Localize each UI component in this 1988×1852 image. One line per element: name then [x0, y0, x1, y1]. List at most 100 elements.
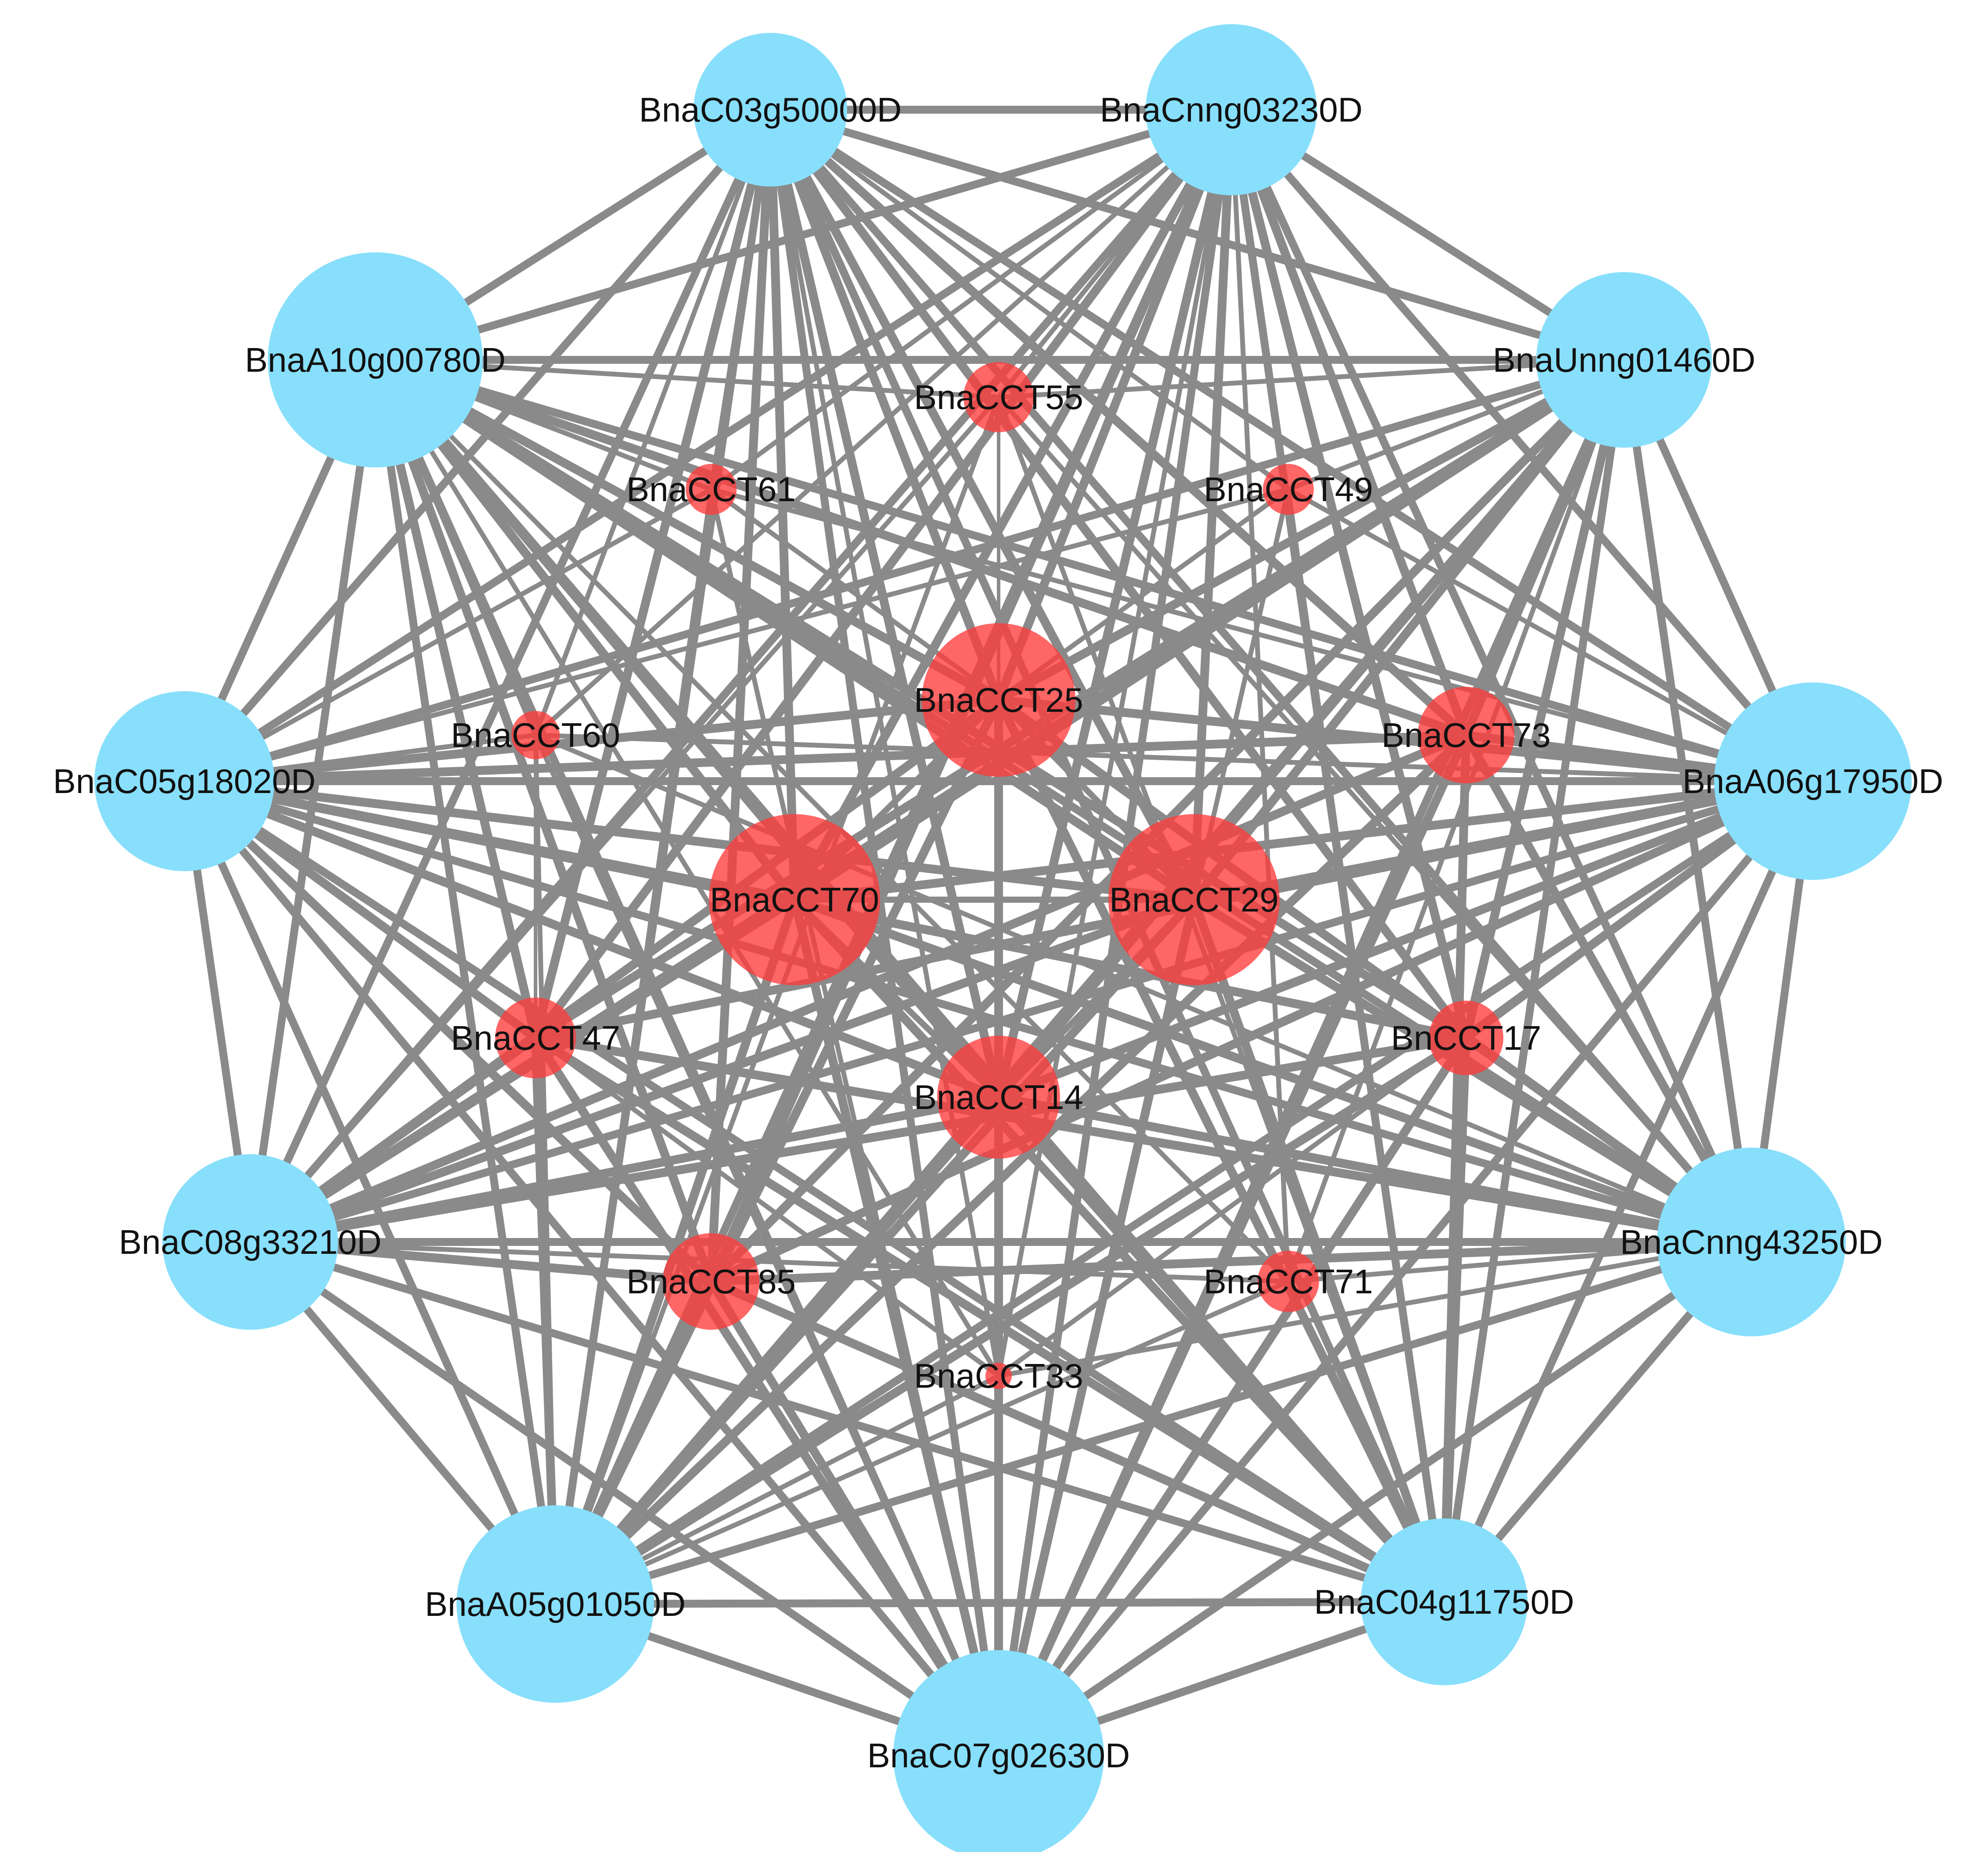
node-BnaC08g33210D[interactable] — [162, 1154, 338, 1330]
edge-BnaC05g18020D-BnaCCT14 — [180, 777, 1003, 1102]
edge-BnaC03g50000D-BnaCCT29 — [766, 105, 1198, 904]
edge-BnaA10g00780D-BnCCT17 — [371, 355, 1470, 1042]
node-BnaCCT49[interactable] — [1263, 464, 1314, 515]
edge-BnaC05g18020D-BnaCCT25 — [180, 696, 1003, 786]
edge-BnaC03g50000D-BnaC05g18020D — [180, 106, 774, 785]
edge-BnaCnng03230D-BnaCCT33 — [996, 107, 1234, 1378]
edge-BnaC03g50000D-BnaCCT47 — [531, 105, 775, 1042]
edge-BnaCnng03230D-BnaCCT47 — [531, 105, 1236, 1042]
node-BnaCnng43250D[interactable] — [1657, 1148, 1846, 1336]
edge-BnaC07g02630D-BnCCT17 — [994, 1034, 1470, 1760]
edge-BnaA10g00780D-BnaCCT73 — [371, 355, 1470, 739]
node-BnaA10g00780D[interactable] — [268, 252, 483, 467]
node-label-BnaCCT73: BnaCCT73 — [1381, 716, 1551, 754]
node-label-BnaA06g17950D: BnaA06g17950D — [1682, 762, 1943, 800]
node-BnaCCT61[interactable] — [686, 464, 737, 515]
edge-BnaA10g00780D-BnaCCT71 — [373, 357, 1291, 1284]
edge-BnaC04g11750D-BnaCCT29 — [1190, 895, 1449, 1606]
node-BnaC07g02630D[interactable] — [893, 1650, 1104, 1852]
node-label-BnCCT17: BnCCT17 — [1391, 1019, 1541, 1057]
edge-BnaC07g02630D-BnaC08g33210D — [246, 1238, 1003, 1759]
edges-layer — [180, 105, 1817, 1760]
edge-BnaC04g11750D-BnaCCT85 — [707, 1277, 1449, 1606]
edge-BnaCnng03230D-BnaCCT60 — [533, 107, 1234, 738]
edge-BnaUnng01460D-BnaC04g11750D — [1440, 356, 1628, 1606]
nodes-layer — [94, 24, 1912, 1852]
edge-BnaCnng03230D-BnaCCT70 — [790, 105, 1236, 904]
node-label-BnaCCT47: BnaCCT47 — [451, 1019, 620, 1057]
node-BnaCCT14[interactable] — [937, 1036, 1060, 1159]
edge-BnaC07g02630D-BnaCCT29 — [994, 895, 1198, 1760]
edge-BnaC03g50000D-BnaUnng01460D — [766, 106, 1628, 364]
node-BnaCCT85[interactable] — [663, 1233, 759, 1330]
node-BnaCCT47[interactable] — [495, 998, 576, 1078]
edge-BnaCnng03230D-BnaCCT73 — [1227, 105, 1470, 739]
node-BnaUnng01460D[interactable] — [1536, 272, 1712, 448]
edge-BnaC03g50000D-BnaCCT14 — [766, 105, 1003, 1102]
edge-BnaA06g17950D-BnaCCT60 — [533, 732, 1815, 784]
node-label-BnaCCT85: BnaCCT85 — [626, 1262, 796, 1301]
edge-BnaA10g00780D-BnaCCT14 — [371, 355, 1003, 1102]
edge-BnaA10g00780D-BnaCCT70 — [371, 355, 799, 904]
edge-BnaCnng03230D-BnaCCT29 — [1190, 105, 1236, 904]
edge-BnaA10g00780D-BnaCCT47 — [371, 355, 540, 1042]
edge-BnaCnng43250D-BnaCCT85 — [707, 1238, 1756, 1286]
edge-BnaA06g17950D-BnaA10g00780D — [371, 356, 1817, 785]
edge-BnaA06g17950D-BnaCCT33 — [996, 779, 1815, 1378]
node-label-BnaCCT29: BnaCCT29 — [1109, 880, 1279, 919]
edge-BnaC07g02630D-BnaCCT73 — [994, 731, 1470, 1760]
node-BnaC03g50000D[interactable] — [694, 33, 847, 187]
edge-BnaCnng03230D-BnaC05g18020D — [180, 106, 1235, 785]
node-label-BnaCCT55: BnaCCT55 — [914, 378, 1083, 416]
edge-BnaC03g50000D-BnaCCT49 — [768, 107, 1291, 492]
edge-BnaC08g33210D-BnaCCT55 — [248, 395, 1001, 1245]
node-BnaA06g17950D[interactable] — [1714, 682, 1912, 880]
edge-BnaA05g01050D-BnaCCT55 — [553, 395, 1001, 1607]
node-label-BnaC03g50000D: BnaC03g50000D — [639, 90, 902, 129]
edge-BnaA05g01050D-BnaCCT71 — [553, 1279, 1291, 1607]
node-label-BnaCCT49: BnaCCT49 — [1204, 470, 1373, 509]
node-label-BnaCCT33: BnaCCT33 — [914, 1357, 1083, 1395]
node-label-BnaCCT70: BnaCCT70 — [710, 880, 879, 919]
node-label-BnaCCT60: BnaCCT60 — [451, 716, 620, 754]
edge-BnaUnng01460D-BnaCCT71 — [1286, 357, 1627, 1284]
node-BnaCCT60[interactable] — [511, 711, 560, 759]
edge-BnaC07g02630D-BnaCCT70 — [790, 895, 1003, 1760]
node-label-BnaC04g11750D: BnaC04g11750D — [1314, 1583, 1575, 1621]
node-BnaCCT33[interactable] — [985, 1363, 1012, 1389]
node-BnaCCT25[interactable] — [922, 623, 1075, 777]
node-BnaCCT71[interactable] — [1258, 1251, 1319, 1312]
edge-BnaC04g11750D-BnaCCT14 — [994, 1093, 1449, 1606]
edge-BnaC03g50000D-BnaCCT60 — [533, 107, 773, 738]
node-BnaC04g11750D[interactable] — [1361, 1518, 1528, 1685]
node-BnaCCT70[interactable] — [709, 814, 880, 985]
node-BnaA05g01050D[interactable] — [457, 1505, 654, 1703]
edge-BnaC08g33210D-BnaA10g00780D — [246, 356, 379, 1246]
edge-BnaC08g33210D-BnCCT17 — [246, 1034, 1470, 1246]
node-label-BnaCCT71: BnaCCT71 — [1204, 1262, 1373, 1301]
edge-BnaC04g11750D-BnaC05g18020D — [180, 777, 1448, 1606]
edge-BnaC04g11750D-BnCCT17 — [1440, 1034, 1470, 1606]
node-BnCCT17[interactable] — [1429, 1001, 1503, 1075]
node-BnaCCT55[interactable] — [963, 362, 1034, 432]
node-BnaCnng03230D[interactable] — [1146, 24, 1317, 195]
node-BnaC05g18020D[interactable] — [94, 691, 274, 871]
edge-BnaA06g17950D-BnaCCT49 — [1286, 487, 1815, 784]
edge-BnaC05g18020D-BnaCCT73 — [180, 731, 1470, 786]
edge-BnaCnng03230D-BnaA06g17950D — [1227, 106, 1817, 785]
edge-BnaCnng43250D-BnaCCT14 — [994, 1093, 1756, 1246]
node-label-BnaA10g00780D: BnaA10g00780D — [245, 341, 506, 379]
edge-BnaC05g18020D-BnaCCT49 — [182, 487, 1291, 784]
edge-BnaC03g50000D-BnaA06g17950D — [766, 106, 1817, 785]
edge-BnaC03g50000D-BnaCCT70 — [766, 105, 799, 904]
node-BnaCCT73[interactable] — [1418, 687, 1514, 783]
edge-BnaCnng43250D-BnaCCT33 — [996, 1239, 1754, 1378]
node-BnaCCT29[interactable] — [1108, 814, 1280, 985]
edge-BnaCnng43250D-BnaC07g02630D — [995, 1238, 1755, 1759]
node-label-BnaCCT61: BnaCCT61 — [626, 470, 796, 509]
node-label-BnaUnng01460D: BnaUnng01460D — [1493, 341, 1755, 379]
edge-BnaA06g17950D-BnaC07g02630D — [995, 777, 1817, 1759]
edge-BnaA06g17950D-BnaC08g33210D — [246, 777, 1817, 1246]
